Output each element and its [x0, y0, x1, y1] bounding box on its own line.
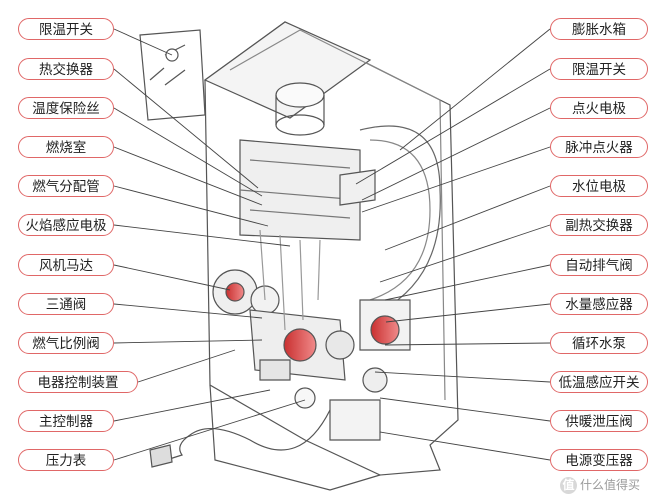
left-label-8: 燃气比例阀: [18, 332, 114, 354]
left-leader-8: [113, 339, 263, 344]
right-leader-4: [384, 185, 551, 251]
left-leader-4: [113, 185, 269, 227]
left-label-0: 限温开关: [18, 18, 114, 40]
left-leader-7: [113, 303, 263, 319]
left-label-10: 主控制器: [18, 410, 114, 432]
watermark-badge: 值: [560, 477, 577, 494]
leader-lines: [113, 28, 551, 461]
right-label-8: 循环水泵: [550, 332, 648, 354]
right-label-0: 膨胀水箱: [550, 18, 648, 40]
right-label-6: 自动排气阀: [550, 254, 648, 276]
right-leader-11: [379, 431, 551, 461]
right-label-1: 限温开关: [550, 58, 648, 80]
left-leader-10: [113, 389, 271, 422]
right-leader-8: [384, 342, 551, 346]
right-label-2: 点火电极: [550, 97, 648, 119]
right-leader-3: [361, 146, 551, 213]
right-label-5: 副热交换器: [550, 214, 648, 236]
boiler-outline: [139, 21, 459, 491]
left-label-1: 热交换器: [18, 58, 114, 80]
watermark-text: 什么值得买: [580, 478, 641, 492]
right-leader-10: [379, 397, 551, 422]
left-leader-0: [113, 28, 173, 56]
right-label-9: 低温感应开关: [550, 371, 648, 393]
left-label-11: 压力表: [18, 449, 114, 471]
right-label-7: 水量感应器: [550, 293, 648, 315]
left-label-2: 温度保险丝: [18, 97, 114, 119]
left-leader-5: [113, 224, 291, 247]
right-leader-0: [399, 28, 551, 151]
left-leader-3: [113, 146, 263, 206]
right-label-4: 水位电极: [550, 175, 648, 197]
left-label-6: 风机马达: [18, 254, 114, 276]
right-leader-5: [379, 224, 551, 283]
left-leader-11: [113, 399, 306, 461]
left-leader-9: [137, 349, 236, 383]
right-leader-1: [355, 68, 551, 185]
right-leader-7: [385, 303, 551, 323]
left-label-4: 燃气分配管: [18, 175, 114, 197]
left-label-5: 火焰感应电极: [18, 214, 114, 236]
left-leader-2: [113, 107, 263, 197]
right-label-10: 供暖泄压阀: [550, 410, 648, 432]
right-label-11: 电源变压器: [550, 449, 648, 471]
left-label-3: 燃烧室: [18, 136, 114, 158]
watermark: 值什么值得买: [560, 476, 640, 494]
right-leader-6: [384, 264, 551, 301]
right-leader-2: [361, 107, 551, 201]
right-label-3: 脉冲点火器: [550, 136, 648, 158]
left-label-7: 三通阀: [18, 293, 114, 315]
left-leader-6: [113, 264, 231, 291]
left-leader-1: [113, 68, 259, 189]
right-leader-9: [374, 371, 551, 383]
left-label-9: 电器控制装置: [18, 371, 138, 393]
